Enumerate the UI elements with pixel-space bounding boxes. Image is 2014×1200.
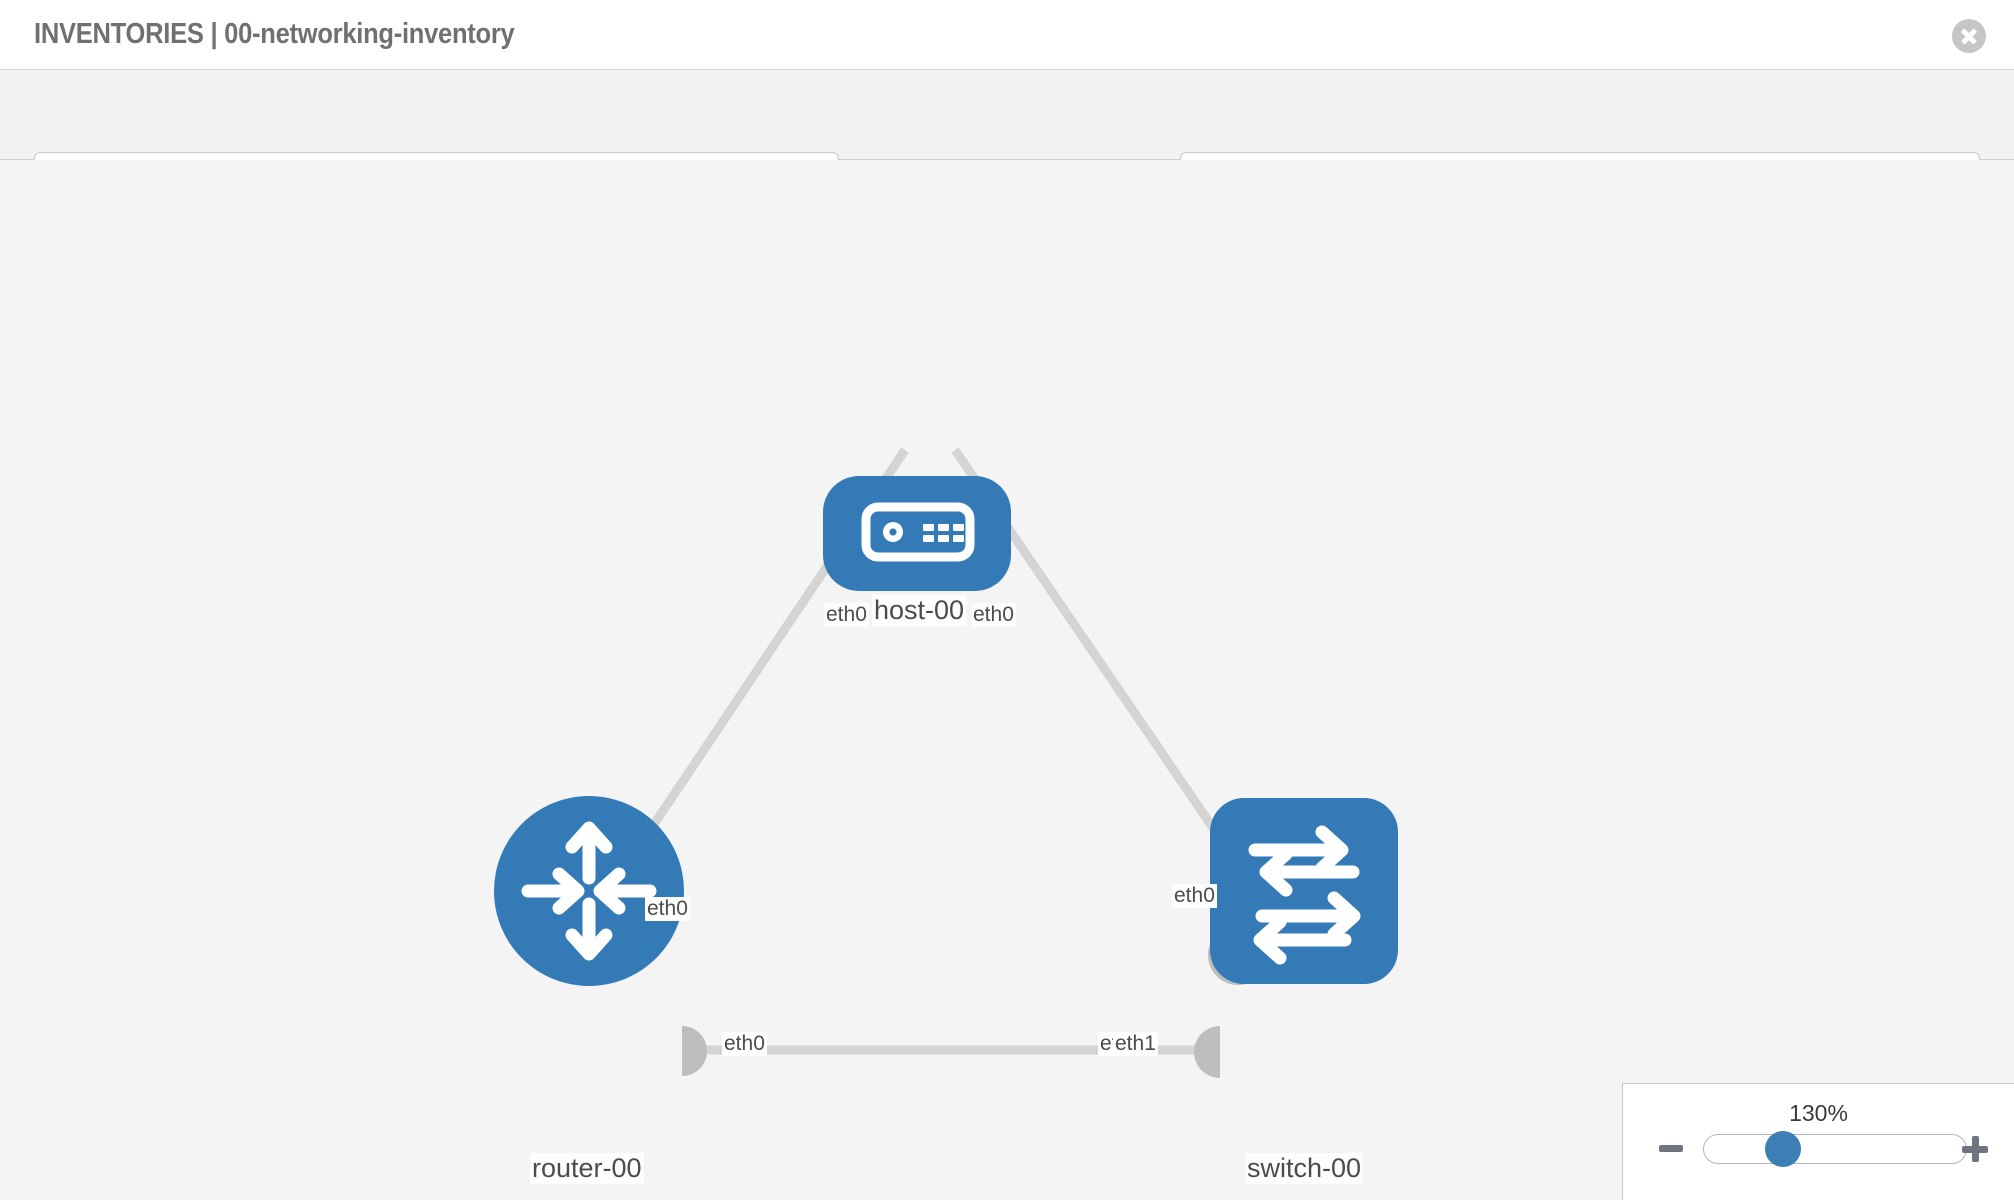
zoom-slider-track[interactable]	[1703, 1134, 1967, 1164]
router-four-arrows-icon	[521, 821, 657, 961]
topology-graph	[494, 447, 1398, 1078]
server-device-icon	[861, 502, 975, 562]
close-icon[interactable]	[1952, 19, 1986, 53]
node-switch-00[interactable]	[1210, 798, 1398, 984]
connector-switch-eth1[interactable]	[1194, 1026, 1220, 1078]
node-host-00[interactable]	[823, 476, 1011, 591]
page-title: INVENTORIES | 00-networking-inventory	[34, 18, 515, 50]
switch-four-arrows-icon	[1248, 825, 1361, 965]
plus-icon[interactable]	[1962, 1136, 1988, 1162]
zoom-slider-thumb[interactable]	[1765, 1131, 1801, 1167]
connector-router-eth0[interactable]	[682, 1026, 707, 1076]
zoom-level-value: 130%	[1789, 1100, 1848, 1126]
page-header: INVENTORIES | 00-networking-inventory	[0, 0, 2014, 70]
zoom-control-panel: 130%	[1622, 1083, 2014, 1200]
minus-icon[interactable]	[1659, 1145, 1683, 1152]
topology-canvas[interactable]: eth0 host-00 eth0 eth0 eth0 eth0 eth0 et…	[0, 160, 2014, 1200]
toolbar: ACTIONS SEARCH	[0, 70, 2014, 208]
node-router-00[interactable]	[494, 796, 684, 986]
